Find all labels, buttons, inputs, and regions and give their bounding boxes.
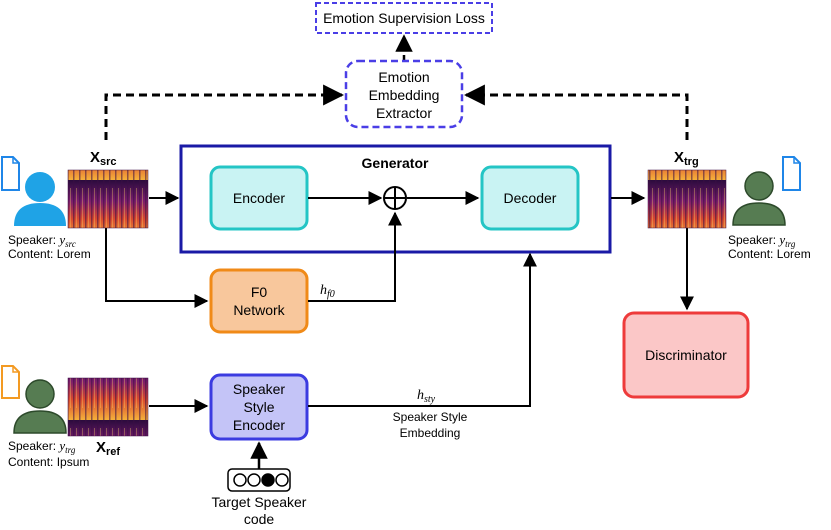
encoder-box: Encoder [209,165,309,231]
emotion-loss-box: Emotion Supervision Loss [315,2,493,34]
source-to-extractor-arrow [104,84,345,140]
reference-mel-label: Xref [96,439,120,458]
reference-content-text: Content: Ipsum [8,455,89,469]
reference-speaker-person-icon [13,379,67,434]
target-mel-label: Xtrg [674,149,699,168]
emotion-extractor-box: Emotion Embedding Extractor [344,59,464,129]
encoder-label: Encoder [233,190,285,206]
f0-to-add-arrow [308,211,402,302]
decoder-box: Decoder [480,165,580,231]
discriminator-box: Discriminator [622,311,750,399]
reference-spectrogram [67,377,149,437]
style-feature-label: hsty [417,388,436,405]
style-encoder-line2: Style [243,399,274,415]
addition-node [383,186,407,210]
f0-label-line1: F0 [251,284,268,300]
style-encoder-line1: Speaker [233,381,285,397]
f0-network-box: F0 Network [209,268,309,334]
reference-speaker-text: Speaker: ytrg [8,438,76,455]
speaker-style-encoder-box: Speaker Style Encoder [209,373,309,441]
style-to-decoder-arrow [308,252,537,407]
source-content-text: Content: Lorem [8,247,91,261]
discriminator-label: Discriminator [645,347,727,363]
extractor-label-line3: Extractor [376,105,432,121]
emotion-loss-label: Emotion Supervision Loss [323,10,485,26]
source-spectrogram [67,169,149,229]
speaker-code-one-hot [227,468,291,492]
style-embedding-caption-line1: Speaker Style [393,410,468,424]
speaker-code-label-line2: code [244,511,275,527]
source-to-f0-arrow [105,228,209,308]
style-encoder-line3: Encoder [233,417,285,433]
source-speaker-person-icon [14,172,66,226]
target-content-text: Content: Lorem [728,247,811,261]
source-document-icon [1,156,20,191]
source-mel-label: Xsrc [90,149,117,168]
f0-feature-label: hf0 [320,283,335,300]
target-speaker-text: Speaker: ytrg [728,232,796,249]
f0-label-line2: Network [233,302,285,318]
generator-title: Generator [362,155,429,171]
target-to-extractor-arrow [463,84,689,140]
reference-document-icon [1,365,20,399]
source-speaker-text: Speaker: ysrc [8,232,76,249]
extractor-label-line1: Emotion [378,69,429,85]
target-document-icon [782,156,801,191]
target-spectrogram [647,169,727,229]
extractor-label-line2: Embedding [369,87,440,103]
speaker-code-label-line1: Target Speaker [212,494,307,510]
target-speaker-person-icon [732,171,786,226]
style-embedding-caption-line2: Embedding [400,426,461,440]
decoder-label: Decoder [504,190,557,206]
